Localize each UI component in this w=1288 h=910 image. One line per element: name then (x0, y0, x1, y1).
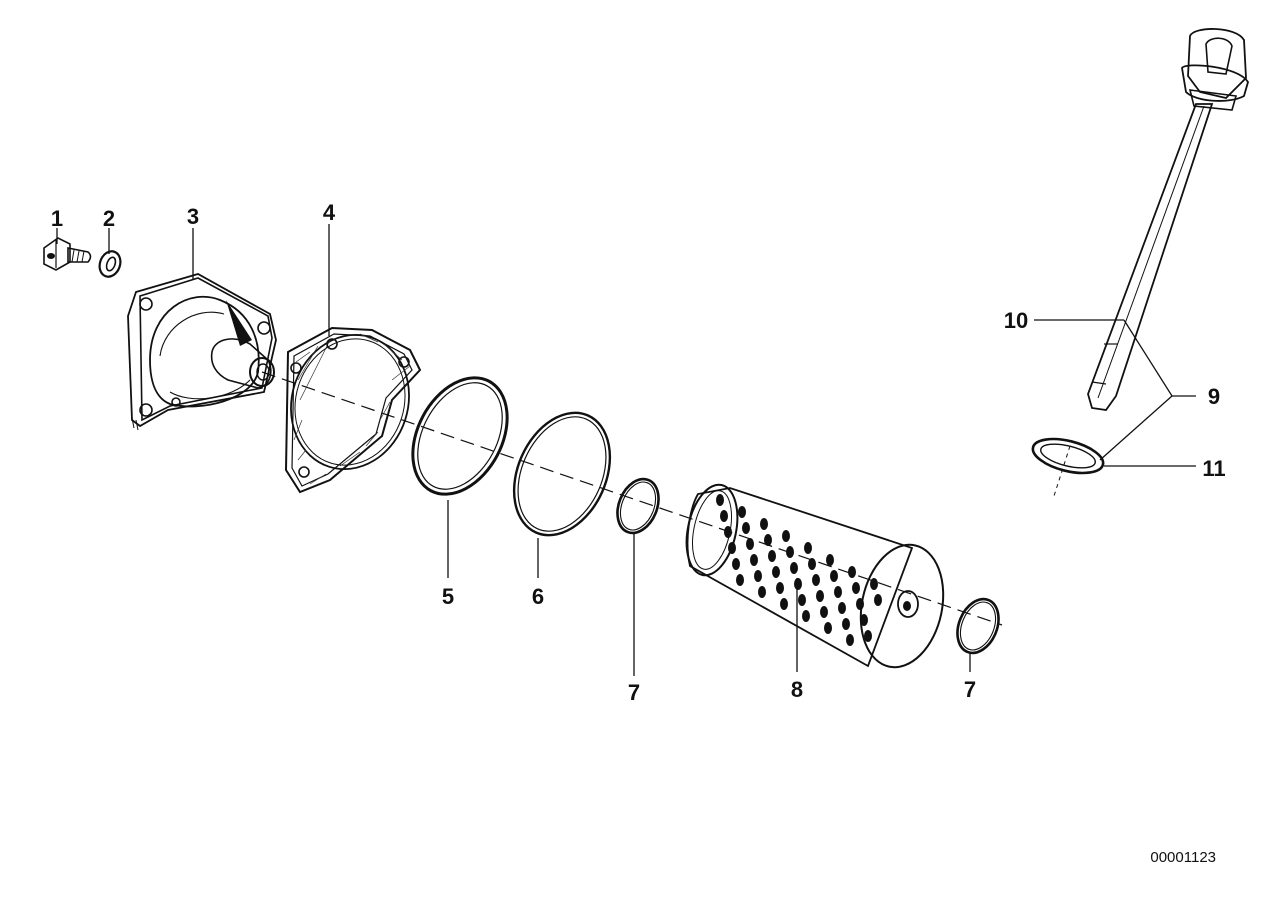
perforation-hole (794, 578, 802, 590)
perforation-hole (764, 534, 772, 546)
callout-10: 10 (1004, 308, 1028, 333)
perforation-hole (750, 554, 758, 566)
part-7-o-ring-right[interactable] (950, 593, 1006, 659)
assembly-axis-line (261, 371, 1003, 626)
callout-5: 5 (442, 584, 454, 609)
perforation-hole (754, 570, 762, 582)
callout-2: 2 (103, 206, 115, 231)
perforation-hole (790, 562, 798, 574)
perforation-hole (746, 538, 754, 550)
perforation-hole (786, 546, 794, 558)
callout-labels: 1 2 3 4 5 6 7 8 7 10 9 11 (51, 200, 1226, 705)
perforation-hole (864, 630, 872, 642)
filter-perforations (716, 494, 882, 646)
perforation-hole (808, 558, 816, 570)
perforation-hole (830, 570, 838, 582)
callout-11: 11 (1202, 456, 1225, 481)
leader-lines (56, 224, 1196, 676)
part-2-washer[interactable] (96, 248, 124, 279)
callout-6: 6 (532, 584, 544, 609)
perforation-hole (742, 522, 750, 534)
perforation-hole (820, 606, 828, 618)
part-3-filter-cover[interactable] (127, 273, 277, 431)
perforation-hole (728, 542, 736, 554)
callout-3: 3 (187, 204, 199, 229)
perforation-hole (776, 582, 784, 594)
callout-4: 4 (323, 200, 336, 225)
perforation-hole (736, 574, 744, 586)
perforation-hole (816, 590, 824, 602)
perforation-hole (758, 586, 766, 598)
perforation-hole (874, 594, 882, 606)
part-11-gasket-ring[interactable] (1029, 433, 1106, 480)
perforation-hole (852, 582, 860, 594)
perforation-hole (842, 618, 850, 630)
perforation-hole (738, 506, 746, 518)
perforation-hole (838, 602, 846, 614)
perforation-hole (780, 598, 788, 610)
perforation-hole (716, 494, 724, 506)
perforation-hole (802, 610, 810, 622)
perforation-hole (772, 566, 780, 578)
perforation-hole (760, 518, 768, 530)
document-number: 00001123 (1150, 849, 1216, 866)
perforation-hole (826, 554, 834, 566)
callout-9: 9 (1208, 384, 1220, 409)
perforation-hole (860, 614, 868, 626)
perforation-hole (782, 530, 790, 542)
perforation-hole (804, 542, 812, 554)
part-6-ring[interactable] (496, 398, 628, 551)
perforation-hole (724, 526, 732, 538)
callout-8: 8 (791, 677, 803, 702)
part-8-filter-element[interactable] (679, 480, 954, 675)
perforation-hole (846, 634, 854, 646)
perforation-hole (834, 586, 842, 598)
perforation-hole (732, 558, 740, 570)
perforation-hole (848, 566, 856, 578)
perforation-hole (798, 594, 806, 606)
part-4-gasket[interactable] (274, 319, 426, 494)
perforation-hole (812, 574, 820, 586)
part-1-bolt[interactable] (43, 237, 92, 271)
perforation-hole (824, 622, 832, 634)
perforation-hole (870, 578, 878, 590)
part-10-dipstick[interactable] (1053, 28, 1249, 497)
callout-7-left: 7 (628, 680, 640, 705)
perforation-hole (768, 550, 776, 562)
callout-1: 1 (51, 206, 63, 231)
callout-7-right: 7 (964, 677, 976, 702)
perforation-hole (720, 510, 728, 522)
part-7-o-ring-left[interactable] (610, 473, 666, 539)
part-5-sealing-ring[interactable] (394, 362, 526, 511)
